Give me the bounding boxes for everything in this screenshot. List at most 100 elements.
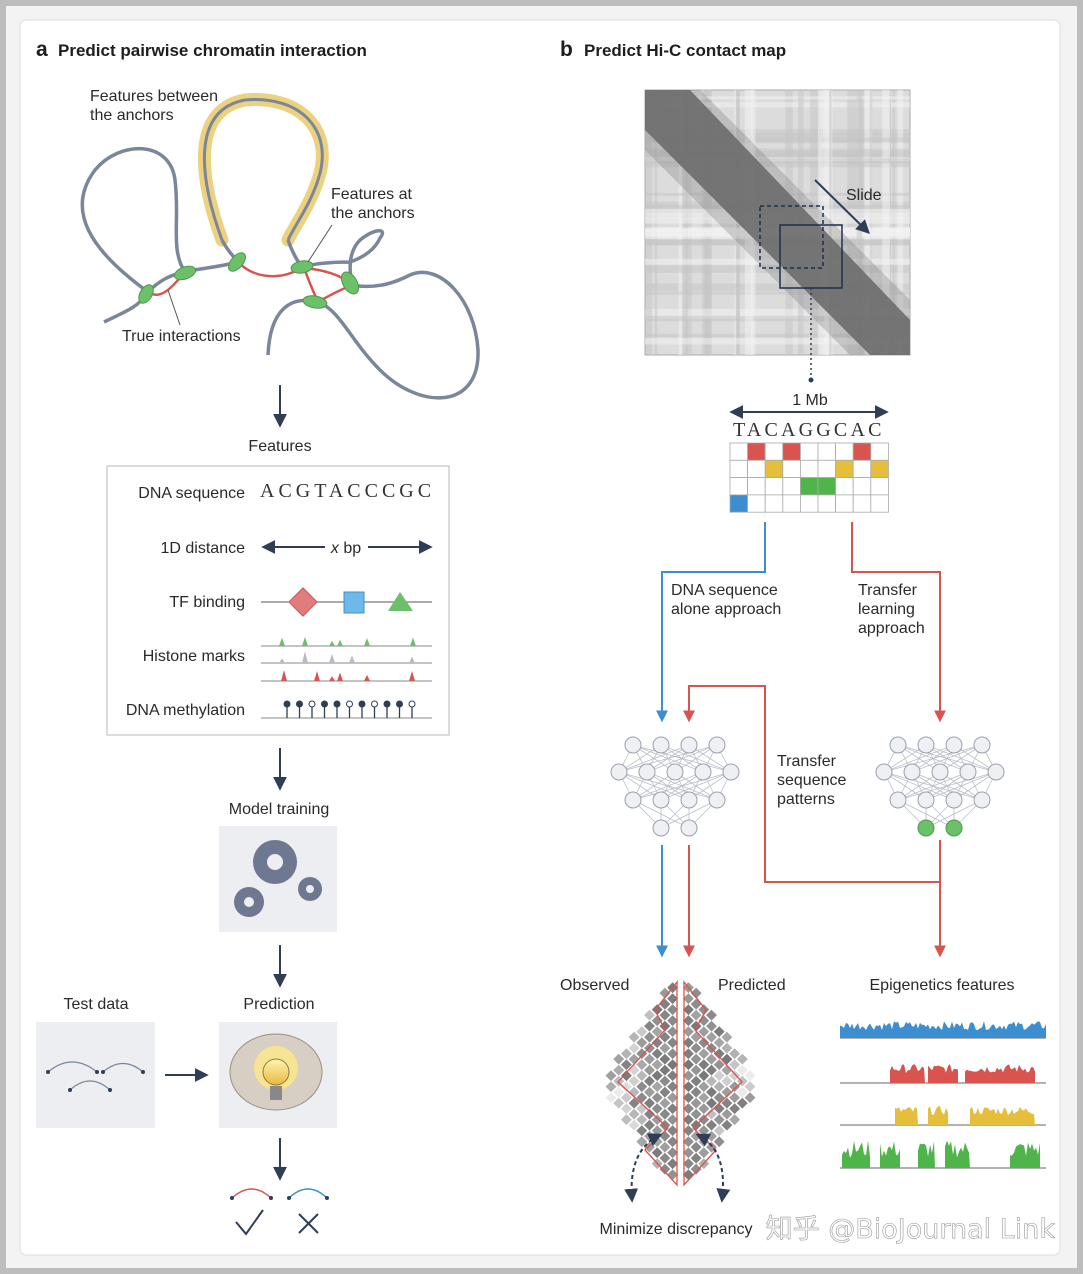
one-hot-cell: [782, 477, 801, 496]
network-edge: [632, 771, 732, 801]
observed-cell: [651, 1114, 663, 1126]
predicted-cell: [706, 1031, 717, 1043]
sequence-label: TACAGGCAC: [733, 419, 885, 441]
previous-window: [759, 205, 824, 269]
predicted-cell: [682, 1015, 694, 1027]
predicted-cell: [744, 1092, 756, 1104]
predicted-cell: [729, 1103, 741, 1115]
observed-cell: [636, 1037, 648, 1049]
predicted-cell: [736, 1097, 748, 1109]
observed-cell: [644, 1108, 655, 1120]
transfer-seq-label-2: sequence: [777, 772, 846, 789]
one-hot-cell: [747, 442, 766, 461]
histone-peak: [410, 637, 416, 646]
observed-cell: [644, 1009, 655, 1021]
predicted-cell: [682, 1004, 694, 1016]
network-node: [652, 736, 670, 754]
predicted-cell: [698, 1004, 710, 1016]
tf-triangle-icon: [388, 592, 413, 611]
feature-methylation-label: DNA methylation: [126, 702, 245, 719]
histone-peak: [349, 655, 355, 663]
observed-cell: [659, 1064, 671, 1076]
one-hot-cell: [747, 477, 766, 496]
predicted-cell: [713, 1070, 725, 1082]
network-node: [889, 791, 907, 809]
check-icon: [235, 1209, 264, 1236]
observed-cell: [667, 1015, 679, 1027]
predicted-cell: [713, 1026, 725, 1038]
observed-cell: [667, 1004, 679, 1016]
observed-cell: [667, 1125, 679, 1137]
observed-cell: [628, 1108, 640, 1120]
output-node: [917, 819, 935, 837]
observed-cell: [613, 1053, 625, 1065]
hic-texture: [645, 158, 910, 164]
observed-cell: [644, 1097, 655, 1109]
observed-cell: [628, 1097, 640, 1109]
hic-texture: [645, 137, 910, 142]
predicted-cell: [721, 1031, 733, 1043]
tf-square-icon: [343, 591, 365, 614]
epigenetics-label: Epigenetics features: [870, 977, 1015, 994]
observed-cell: [659, 1042, 671, 1054]
observed-cell: [620, 1114, 632, 1126]
network-node: [987, 763, 1005, 781]
predicted-cell: [682, 1048, 694, 1060]
predicted-cell: [682, 1114, 694, 1126]
observed-cell: [667, 1092, 679, 1104]
one-hot-cell: [817, 477, 837, 496]
transfer-seq-label-1: Transfer: [777, 753, 837, 770]
predicted-cell: [682, 1103, 694, 1115]
minimize-arrow-left: [624, 1133, 663, 1203]
true-interaction-links: [147, 261, 351, 304]
predicted-cell: [706, 1009, 717, 1021]
predicted-cell: [698, 1048, 710, 1060]
predicted-cell: [698, 1081, 710, 1093]
label-features-at-1: Features at: [331, 186, 412, 203]
observed-cell: [651, 1125, 663, 1137]
hic-texture: [645, 96, 910, 100]
predicted-cell: [682, 1125, 694, 1137]
predicted-cell: [706, 1119, 717, 1131]
predicted-cell: [706, 1108, 717, 1120]
cross-icon: [298, 1213, 319, 1234]
histone-peak: [279, 637, 285, 646]
histone-peak: [329, 676, 335, 681]
observed-cell: [620, 1092, 632, 1104]
test-data-label: Test data: [64, 996, 129, 1013]
predicted-cell: [736, 1053, 748, 1065]
one-hot-cell: [764, 494, 784, 513]
one-hot-cell: [747, 459, 766, 478]
observed-cell: [636, 1048, 648, 1060]
methylated-site: [396, 700, 403, 708]
one-hot-cell: [729, 494, 749, 513]
predicted-cell: [682, 1070, 694, 1082]
one-hot-cell: [800, 459, 819, 478]
predicted-cell: [682, 1147, 694, 1159]
predicted-cell: [729, 1092, 741, 1104]
predicted-cell: [682, 1026, 694, 1038]
methylated-site: [296, 700, 303, 708]
observed-cell: [667, 1114, 679, 1126]
one-hot-cell: [852, 442, 872, 461]
network-edge: [660, 771, 732, 801]
observed-cell: [651, 1048, 663, 1060]
observed-cell: [659, 1075, 671, 1087]
neural-network-dna-alone: [610, 736, 740, 837]
histone-peak: [409, 670, 415, 681]
neural-network-transfer: [875, 736, 1005, 837]
predicted-cell: [682, 1158, 694, 1170]
one-hot-cell: [835, 442, 854, 461]
anchor-markers: [138, 252, 360, 309]
one-hot-cell: [835, 494, 854, 513]
network-edge: [925, 771, 997, 801]
observed-cell: [667, 1059, 679, 1071]
tf-diamond-icon: [288, 587, 318, 617]
epigenetics-tracks: [840, 1021, 1046, 1169]
network-node: [945, 736, 963, 754]
histone-peak: [329, 640, 335, 646]
panel-b-title: Predict Hi-C contact map: [584, 41, 786, 60]
methylated-site: [283, 700, 291, 708]
dna-alone-label-1: DNA sequence: [671, 582, 778, 599]
